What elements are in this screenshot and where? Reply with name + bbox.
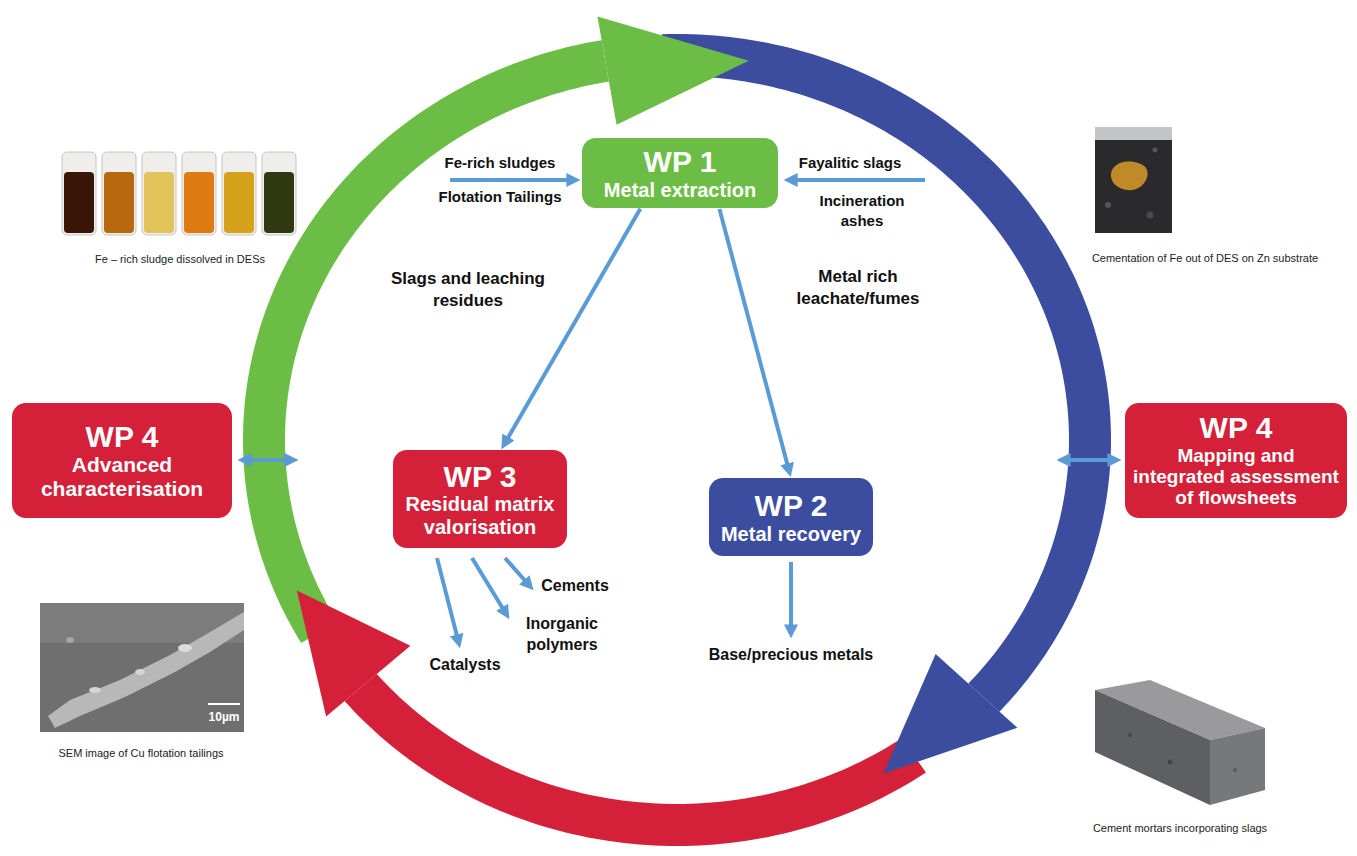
box-text-block: WP 2Metal recovery — [716, 489, 866, 545]
box-heading: WP 2 — [716, 489, 866, 523]
tube — [62, 152, 96, 235]
output-label: Inorganic polymers — [515, 614, 610, 656]
flow-arrows — [246, 180, 1113, 640]
work-package-box: WP 4Advanced characterisation — [12, 403, 232, 518]
output-arrow — [472, 558, 505, 612]
input-label: Fayalitic slags — [799, 153, 902, 173]
box-text-block: WP 1Metal extraction — [589, 145, 771, 201]
box-heading: WP 4 — [1132, 411, 1340, 445]
blue-cycle-arrow-band — [662, 34, 1111, 712]
tube-liquid — [144, 172, 174, 233]
box-text-block: WP 4Advanced characterisation — [19, 420, 225, 501]
edge-label: Metal rich leachate/fumes — [773, 266, 943, 310]
tube — [142, 152, 176, 235]
box-body: Metal recovery — [716, 523, 866, 545]
sem-particle — [66, 637, 74, 643]
input-label: Fe-rich sludges — [445, 153, 556, 173]
output-arrow — [505, 558, 528, 584]
output-arrow — [437, 558, 458, 640]
bar-front-face — [1095, 690, 1210, 805]
tube-liquid — [64, 172, 94, 233]
flow-connector — [506, 209, 641, 442]
work-package-box: WP 4Mapping and integrated assessment of… — [1125, 403, 1347, 518]
test-tubes-photo — [62, 152, 296, 235]
tube-liquid — [184, 172, 214, 233]
input-label: Incineration ashes — [807, 191, 917, 230]
speck — [1147, 212, 1154, 219]
speck — [1153, 148, 1158, 153]
green-cycle-arrow-band — [243, 40, 609, 643]
pore — [1233, 768, 1237, 772]
output-label: Cements — [541, 576, 609, 597]
cementation-photo — [1095, 127, 1172, 233]
box-text-block: WP 4Mapping and integrated assessment of… — [1132, 411, 1340, 508]
tube-liquid — [104, 172, 134, 233]
tube — [222, 152, 256, 235]
flow-connector — [719, 209, 788, 469]
green-cycle-arrow-head — [597, 17, 748, 125]
photo-caption: SEM image of Cu flotation tailings — [58, 746, 223, 760]
box-body: Mapping and integrated assessment of flo… — [1132, 445, 1340, 509]
zinc-strip — [1095, 127, 1172, 140]
sem-particle — [135, 669, 145, 675]
box-heading: WP 3 — [400, 460, 560, 494]
sem-particle — [89, 687, 101, 693]
mortar-bar-photo — [1095, 680, 1265, 805]
red-cycle-arrow-head — [297, 590, 411, 716]
tube — [182, 152, 216, 235]
photo-caption: Cementation of Fe out of DES on Zn subst… — [1092, 251, 1318, 265]
exchange-arrow — [1065, 458, 1113, 462]
box-text-block: WP 3Residual matrix valorisation — [400, 460, 560, 538]
output-arrow — [789, 562, 793, 630]
sem-image — [40, 603, 244, 732]
scale-bar — [208, 703, 240, 705]
sem-fibre — [48, 612, 244, 728]
work-package-box: WP 1Metal extraction — [582, 138, 778, 208]
blue-cycle-arrow-head — [884, 654, 1018, 773]
edge-label: Slags and leaching residues — [381, 268, 556, 312]
box-heading: WP 4 — [19, 420, 225, 454]
pore — [1128, 733, 1132, 737]
box-body: Advanced characterisation — [19, 453, 225, 500]
sample-plate — [1095, 127, 1172, 233]
photo-caption: Cement mortars incorporating slags — [1093, 821, 1267, 835]
sem-ground — [40, 603, 244, 732]
scale-label: 10µm — [209, 710, 240, 726]
speck — [1105, 202, 1111, 208]
box-body: Residual matrix valorisation — [400, 493, 560, 538]
red-cycle-arrow-band — [345, 674, 926, 846]
output-label: Catalysts — [429, 655, 500, 676]
box-heading: WP 1 — [589, 145, 771, 179]
tube-liquid — [264, 172, 294, 233]
tube-liquid — [224, 172, 254, 233]
input-arrow — [450, 178, 572, 182]
input-label: Flotation Tailings — [438, 187, 561, 207]
iron-deposit — [1111, 162, 1148, 191]
bar-end-face — [1210, 728, 1265, 805]
tube — [102, 152, 136, 235]
work-package-box: WP 2Metal recovery — [709, 478, 873, 556]
box-body: Metal extraction — [589, 179, 771, 201]
output-label: Base/precious metals — [709, 645, 874, 666]
pore — [1168, 760, 1173, 765]
cycle-ring — [243, 17, 1111, 846]
exchange-arrow — [246, 458, 290, 462]
work-package-box: WP 3Residual matrix valorisation — [393, 450, 567, 548]
photo-caption: Fe – rich sludge dissolved in DESs — [95, 252, 265, 266]
tube — [262, 152, 296, 235]
input-arrow — [792, 178, 925, 182]
sem-particle — [178, 644, 192, 652]
